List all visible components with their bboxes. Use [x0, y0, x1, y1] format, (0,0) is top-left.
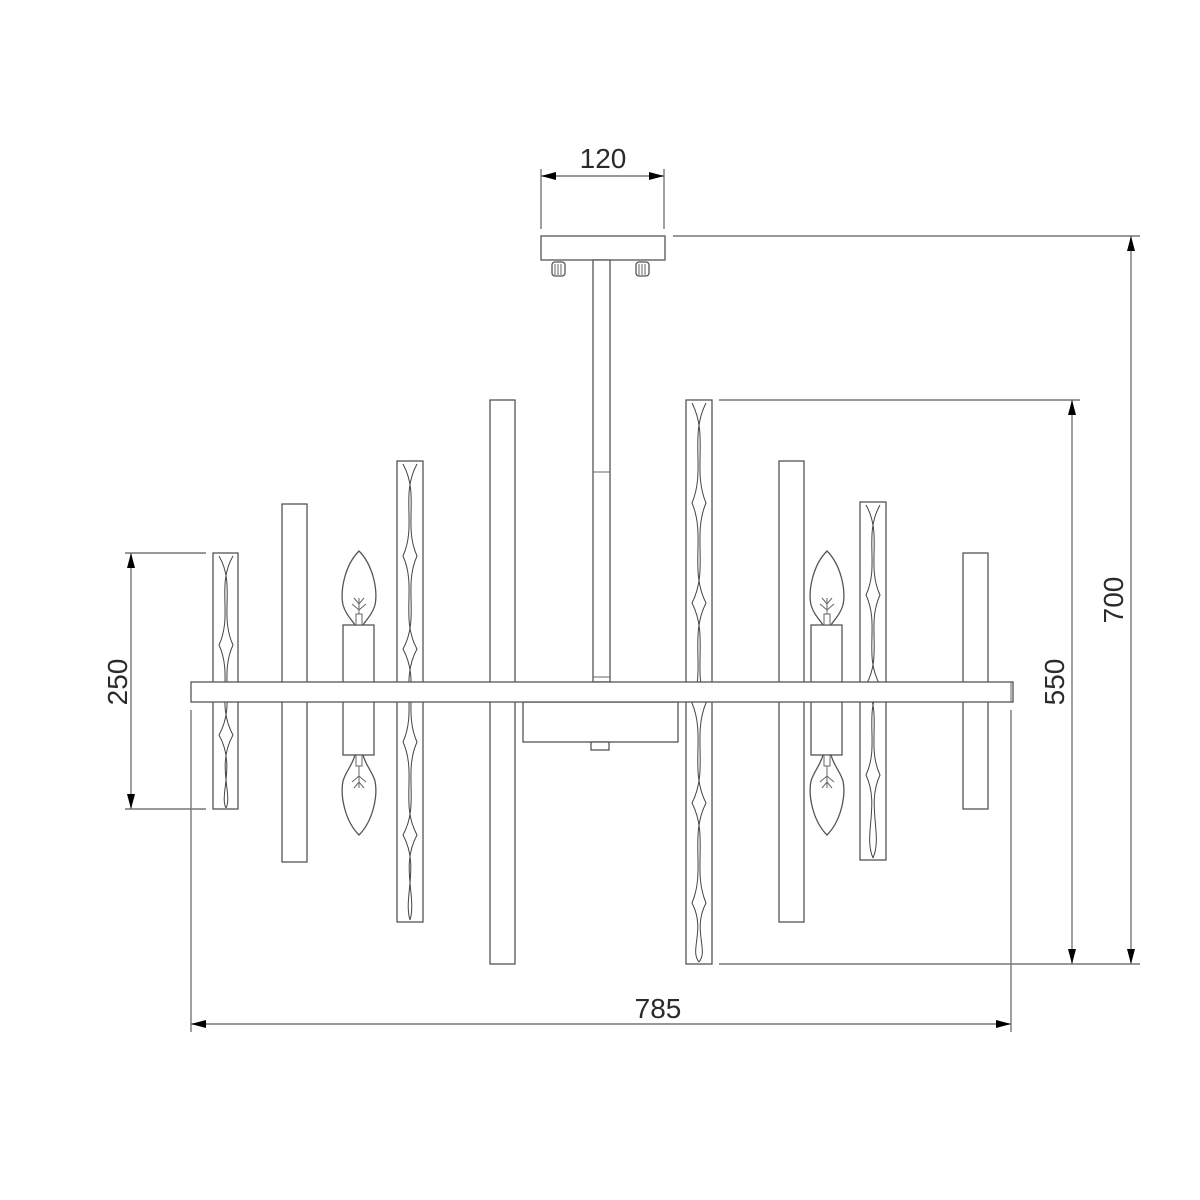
candle-holder-left	[341, 550, 377, 836]
dimension-total-height: 700	[673, 235, 1140, 964]
dimension-shade-height: 250	[102, 552, 206, 810]
horizontal-frame-bar	[190, 681, 1014, 703]
bulb-icon	[341, 754, 377, 836]
dimension-total-width: 785	[190, 710, 1012, 1032]
center-junction-box	[522, 701, 679, 751]
dimension-label: 550	[1039, 659, 1070, 706]
dimension-label: 250	[102, 659, 133, 706]
screw-icon	[635, 261, 650, 277]
plain-rod	[962, 552, 989, 810]
bulb-icon	[341, 550, 377, 626]
suspension-rod	[592, 259, 611, 683]
twisted-crystal-rod	[859, 501, 887, 861]
ceiling-canopy	[540, 235, 666, 277]
twisted-crystal-rod	[212, 552, 239, 810]
dimension-canopy-width: 120	[540, 143, 665, 229]
bulb-icon	[809, 550, 845, 626]
dimension-label: 785	[635, 993, 682, 1024]
dimension-label: 700	[1098, 577, 1129, 624]
screw-icon	[551, 261, 566, 277]
dimension-label: 120	[580, 143, 627, 174]
dimension-body-height: 550	[719, 399, 1140, 965]
bulb-icon	[809, 754, 845, 836]
